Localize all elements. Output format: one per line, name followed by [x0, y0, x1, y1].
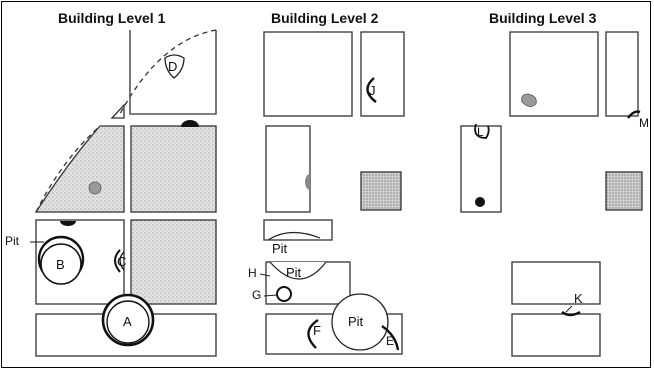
level2-room-top-left: [263, 31, 353, 117]
svg-text:B: B: [56, 257, 65, 272]
svg-text:C: C: [117, 254, 126, 269]
pit-arc-upper: [267, 231, 321, 241]
level-3-title: Building Level 3: [489, 10, 597, 26]
grey-half-circle-level2: [305, 174, 310, 190]
level1-room-stippled-right: [130, 125, 217, 213]
level1-small-triangle: [110, 103, 125, 119]
marker-k: K: [574, 291, 583, 306]
pit-arc-middle: [269, 261, 327, 280]
marker-m: M: [639, 116, 649, 130]
pit-label-level2-middle: Pit: [286, 265, 302, 280]
level3-room-bottom: [511, 313, 601, 357]
dark-half-circle-level1-wall: [60, 221, 76, 226]
level3-room-top-left: [509, 31, 599, 117]
level2-room-stippled-square: [360, 171, 402, 211]
svg-text:D: D: [168, 59, 177, 74]
marker-b: B: [37, 235, 85, 285]
marker-h-leader: [259, 273, 271, 277]
svg-text:L: L: [477, 125, 484, 139]
svg-text:J: J: [369, 83, 376, 98]
pit-label-level1: Pit: [5, 234, 20, 248]
marker-k-leader: [565, 305, 573, 313]
marker-l: L: [474, 123, 490, 139]
level1-room-stippled-middle: [130, 219, 217, 305]
pit-circle-lower: Pit: [331, 293, 389, 351]
marker-d: D: [164, 54, 185, 79]
level1-room-stippled-left: [34, 125, 125, 213]
level2-room-mid-left: [265, 125, 311, 213]
level3-room-stippled-square: [605, 171, 643, 211]
marker-g-label: G: [252, 288, 261, 302]
level-2-title: Building Level 2: [271, 10, 379, 26]
marker-a: A: [101, 293, 155, 347]
level2-room-top-right: [360, 31, 405, 117]
grey-blob-level3: [521, 93, 537, 107]
marker-h: H: [248, 266, 257, 280]
grey-dot-level1: [88, 181, 102, 195]
pit-label-level2-lower: Pit: [348, 314, 364, 329]
level1-arc-dashed-left: [35, 125, 101, 213]
level3-room-top-right: [605, 31, 639, 117]
dark-half-circle-level1: [181, 120, 199, 127]
level1-quarter-arc-top: [119, 29, 217, 115]
marker-c: C: [114, 249, 126, 273]
marker-k-arc: [561, 310, 581, 317]
level3-room-middle: [511, 261, 601, 305]
svg-text:A: A: [123, 314, 132, 329]
level1-quarter-room-top: [129, 30, 217, 115]
level-1-title: Building Level 1: [58, 10, 166, 26]
level3-room-tall: [460, 125, 502, 213]
marker-f: F: [307, 319, 321, 349]
marker-e-wall: [381, 325, 400, 351]
level1-room-middle-left: [35, 219, 125, 305]
level2-room-pit-strip: [263, 219, 333, 241]
marker-j: J: [366, 77, 377, 103]
pit-label-level2-upper: Pit: [272, 241, 288, 256]
marker-m-wall: [627, 110, 641, 119]
svg-text:F: F: [313, 323, 321, 338]
marker-e: E: [386, 334, 394, 348]
dark-dot-level3: [475, 197, 485, 207]
marker-g: [263, 286, 292, 302]
